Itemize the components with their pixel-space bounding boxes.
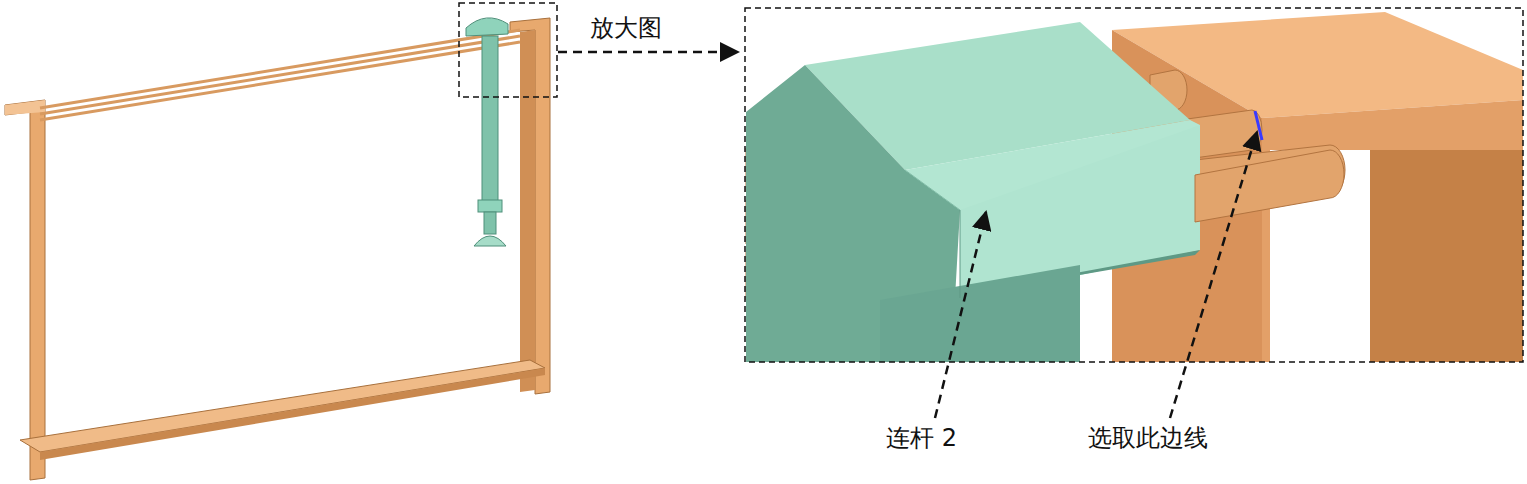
callout-label: 连杆 2 bbox=[884, 424, 959, 453]
detail-frame bbox=[459, 3, 557, 97]
connecting-rod bbox=[466, 18, 508, 246]
view-label: 放大图 bbox=[588, 14, 664, 43]
enlarged-view bbox=[746, 12, 1523, 362]
zoom-arrow bbox=[558, 51, 738, 54]
leader-line bbox=[1170, 132, 1257, 418]
leader-line bbox=[935, 212, 986, 418]
detail-frame bbox=[745, 8, 1523, 362]
callout-label: 选取此边线 bbox=[1086, 424, 1210, 453]
rack-frame bbox=[5, 18, 550, 480]
